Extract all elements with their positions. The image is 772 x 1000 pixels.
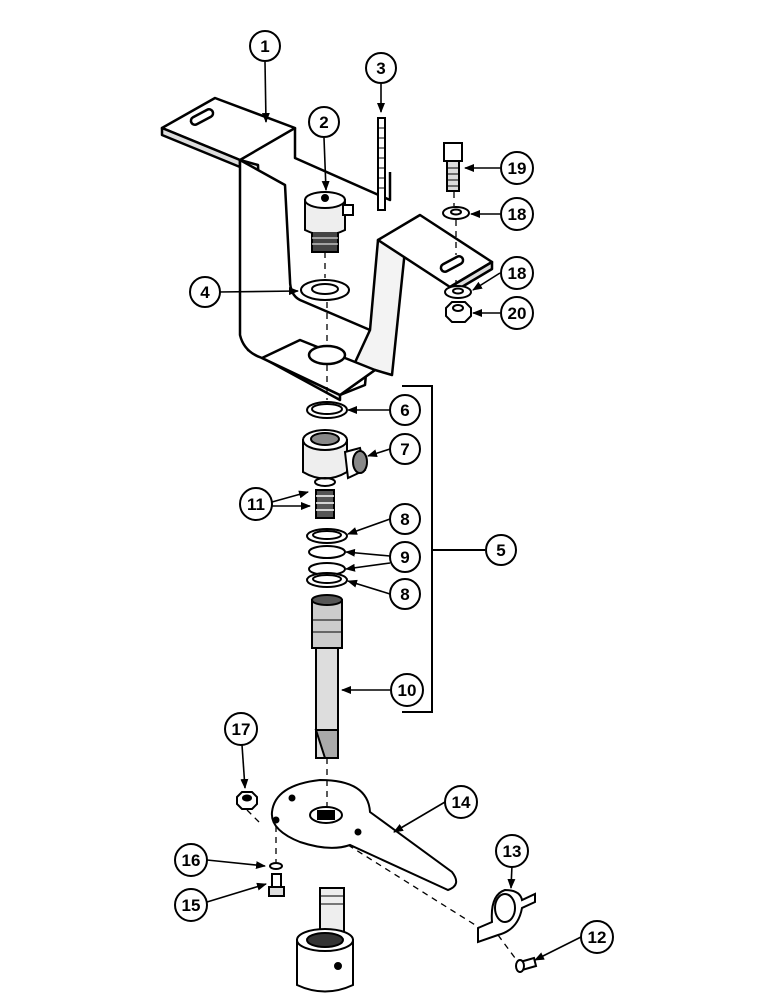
callout-10: 10: [390, 673, 424, 707]
svg-text:5: 5: [496, 541, 505, 560]
svg-text:4: 4: [200, 283, 210, 302]
callout-13: 13: [495, 834, 529, 868]
washer-16: [269, 862, 283, 870]
mounting-bracket: [160, 96, 494, 402]
callout-18-bottom: 18: [500, 256, 534, 290]
svg-text:20: 20: [508, 304, 527, 323]
svg-text:9: 9: [400, 548, 409, 567]
svg-text:19: 19: [508, 159, 527, 178]
svg-text:13: 13: [503, 842, 522, 861]
leader-lines: [206, 61, 582, 961]
nut-17: [236, 791, 258, 810]
callout-11: 11: [239, 487, 273, 521]
callout-8-top: 8: [389, 503, 421, 535]
callout-19: 19: [500, 151, 534, 185]
svg-text:18: 18: [508, 205, 527, 224]
coupling: [296, 928, 354, 993]
swivel-housing-7: [302, 429, 368, 480]
washer-18-top: [442, 206, 470, 220]
svg-text:16: 16: [182, 851, 201, 870]
svg-text:2: 2: [319, 113, 328, 132]
callout-6: 6: [389, 394, 421, 426]
svg-text:10: 10: [398, 681, 417, 700]
callout-9: 9: [389, 541, 421, 573]
washer-18-bottom: [444, 285, 472, 299]
svg-text:6: 6: [400, 401, 409, 420]
callout-5: 5: [485, 534, 517, 566]
callout-8-bottom: 8: [389, 578, 421, 610]
nut-20: [445, 301, 472, 323]
svg-text:8: 8: [400, 585, 409, 604]
callout-4: 4: [189, 276, 221, 308]
callout-12: 12: [580, 920, 614, 954]
threaded-rod: [377, 117, 386, 211]
callout-16: 16: [174, 843, 208, 877]
callout-18-top: 18: [500, 197, 534, 231]
callout-3: 3: [365, 52, 397, 84]
svg-text:8: 8: [400, 510, 409, 529]
screw-12: [515, 956, 538, 973]
svg-text:18: 18: [508, 264, 527, 283]
fitting: [304, 191, 354, 253]
bolt-19: [443, 142, 463, 192]
assembly-center-lines: [246, 192, 519, 963]
svg-text:15: 15: [182, 896, 201, 915]
callout-20: 20: [500, 296, 534, 330]
plate-14: [270, 778, 458, 892]
washer-4: [300, 279, 350, 301]
callout-2: 2: [308, 106, 340, 138]
seal-8-top: [306, 528, 348, 544]
callout-1: 1: [249, 30, 281, 62]
svg-text:14: 14: [452, 793, 471, 812]
o-rings-11: [314, 477, 336, 519]
svg-text:1: 1: [260, 37, 269, 56]
svg-text:3: 3: [376, 59, 385, 78]
callout-14: 14: [444, 785, 478, 819]
callout-7: 7: [389, 433, 421, 465]
shaft-stub: [319, 887, 345, 937]
callout-15: 15: [174, 888, 208, 922]
clamp-13: [477, 888, 536, 944]
snap-ring-6: [306, 401, 348, 419]
svg-text:12: 12: [588, 928, 607, 947]
seal-9: [308, 545, 346, 576]
seal-8-bottom: [306, 572, 348, 588]
svg-text:7: 7: [400, 440, 409, 459]
shaft-10: [311, 594, 343, 759]
group-5-bracket: [402, 385, 485, 713]
bolt-15: [268, 873, 285, 897]
svg-text:17: 17: [232, 720, 251, 739]
svg-text:11: 11: [247, 495, 265, 514]
callout-17: 17: [224, 712, 258, 746]
